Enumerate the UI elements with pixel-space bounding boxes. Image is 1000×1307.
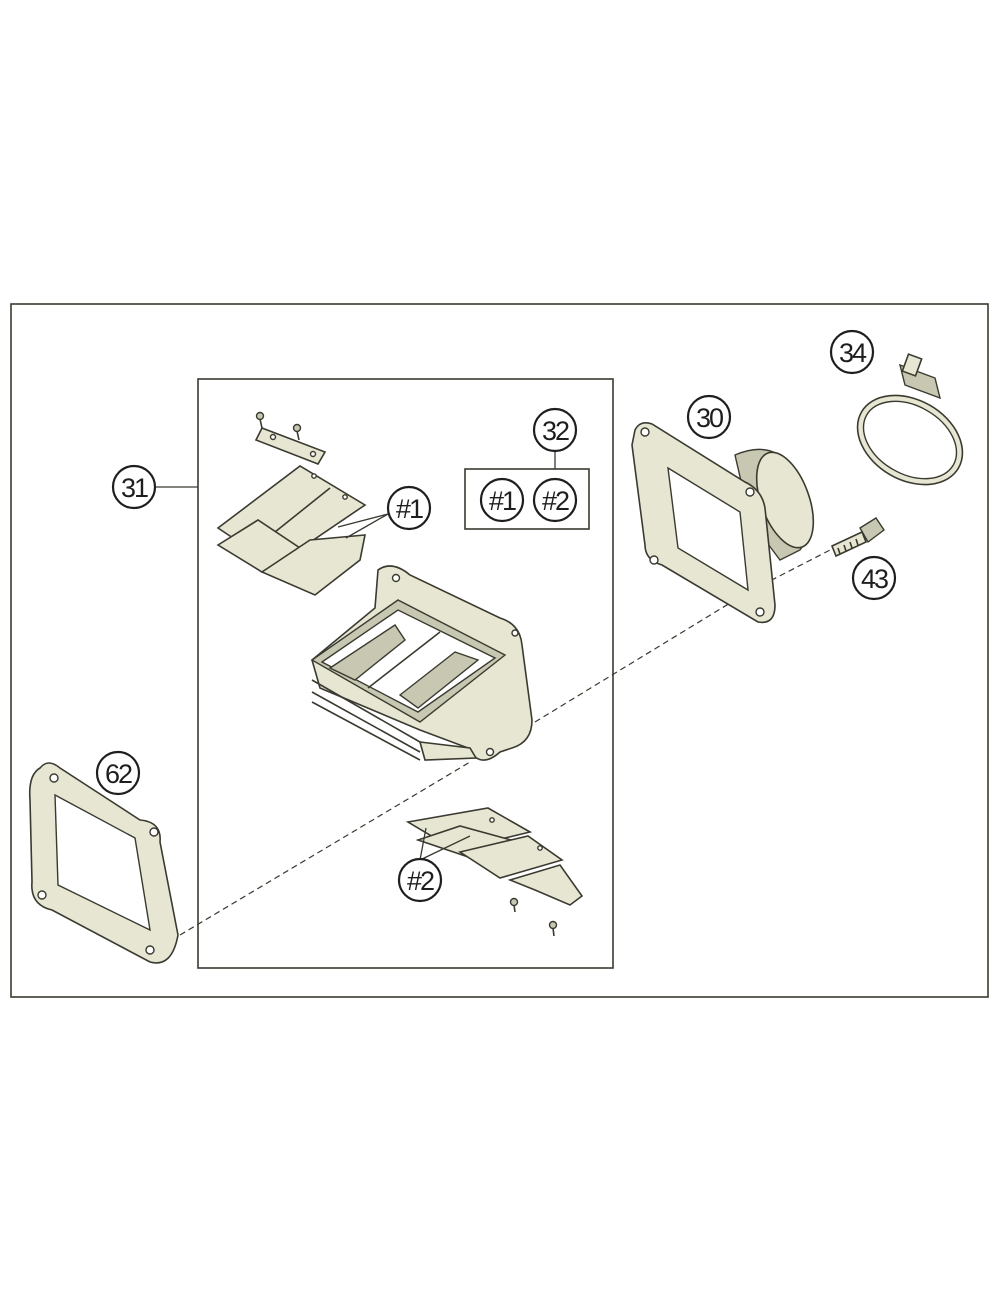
svg-text:30: 30 xyxy=(696,403,723,433)
svg-text:#2: #2 xyxy=(407,866,434,896)
flange-bolt-icon xyxy=(830,517,885,558)
diagram-frame xyxy=(10,303,989,998)
gasket-icon xyxy=(28,762,179,964)
hose-clamp-icon xyxy=(856,353,964,486)
svg-text:31: 31 xyxy=(121,473,148,503)
leader-sub1 xyxy=(337,513,389,539)
callout-kit-2: #2 xyxy=(532,477,578,523)
svg-text:#2: #2 xyxy=(542,486,569,516)
callout-30: 30 xyxy=(686,394,732,440)
svg-text:43: 43 xyxy=(861,564,888,594)
screw-icon xyxy=(255,411,265,429)
svg-text:32: 32 xyxy=(542,416,569,446)
kit-box xyxy=(464,468,590,530)
assembly-box xyxy=(197,378,614,969)
screw-icon xyxy=(292,423,302,441)
callout-43: 43 xyxy=(851,555,897,601)
callout-kit-1: #1 xyxy=(479,477,525,523)
svg-text:#1: #1 xyxy=(489,486,516,516)
leader-sub2 xyxy=(419,827,471,861)
callout-62: 62 xyxy=(95,750,141,796)
svg-text:34: 34 xyxy=(839,338,867,368)
intake-flange-icon xyxy=(631,422,815,624)
screw-icon xyxy=(509,897,519,913)
screw-icon xyxy=(548,920,558,937)
callout-petals-2: #2 xyxy=(397,857,443,903)
assembly-axis-line xyxy=(179,547,835,936)
reed-valve-assembly-icon xyxy=(216,411,533,761)
callout-34: 34 xyxy=(829,329,875,375)
reed-petal-icon xyxy=(405,807,584,906)
callout-32: 32 xyxy=(532,407,578,453)
callout-31: 31 xyxy=(111,464,157,510)
svg-text:62: 62 xyxy=(105,759,132,789)
callout-petals-1: #1 xyxy=(386,485,432,531)
svg-text:#1: #1 xyxy=(396,494,423,524)
